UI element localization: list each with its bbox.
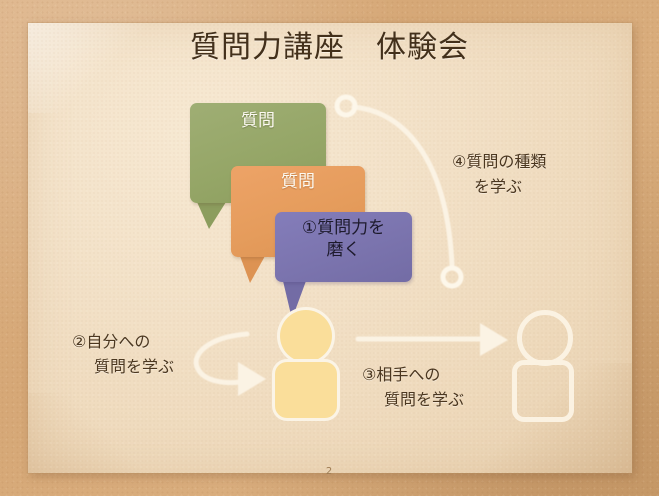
person-icon-other[interactable] — [512, 310, 574, 422]
slide-title: 質問力講座 体験会 — [190, 30, 469, 65]
person-head-icon — [280, 310, 332, 362]
speech-bubble-green-text: 質問 — [241, 111, 275, 131]
step-label-2-line2: 質問を学ぶ — [94, 356, 175, 376]
speech-bubble-purple-line2: 磨く — [326, 239, 361, 260]
person-body-icon — [275, 362, 337, 418]
speech-bubble-orange-text: 質問 — [281, 172, 315, 192]
speech-bubble-purple-text: ①質問力を 磨く — [275, 218, 412, 262]
bubble-tail-orange — [240, 256, 265, 283]
step-label-3: ③相手への 質問を学ぶ — [362, 363, 522, 413]
step-label-3-line1: ③相手への — [362, 365, 441, 384]
step-label-2: ②自分への 質問を学ぶ — [72, 330, 222, 380]
person-icon-self[interactable] — [275, 310, 337, 418]
person-body-icon — [512, 360, 574, 422]
bubble-tail-green — [197, 202, 226, 229]
page-number: 2 — [325, 466, 334, 477]
person-head-icon — [517, 310, 573, 366]
step-label-4-line2: を学ぶ — [474, 176, 523, 196]
straight-arrow-step3 — [355, 323, 508, 356]
step-label-4: ④質問の種類 を学ぶ — [452, 150, 602, 200]
step-label-4-line1: ④質問の種類 — [452, 152, 547, 171]
bubble-tail-purple — [283, 281, 306, 319]
step-label-2-line1: ②自分への — [72, 332, 151, 351]
speech-bubble-purple-line1: ①質問力を — [301, 218, 386, 238]
step-label-3-line2: 質問を学ぶ — [384, 389, 465, 409]
speech-bubble-purple[interactable]: ①質問力を 磨く — [275, 212, 412, 282]
